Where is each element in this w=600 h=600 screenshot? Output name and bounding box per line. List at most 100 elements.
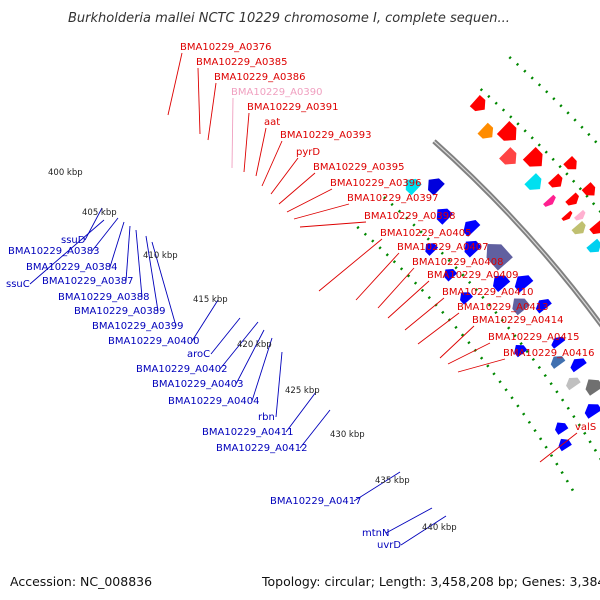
gene-label-reverse: BMA10229_A0411 [202, 427, 293, 438]
map-title: Burkholderia mallei NCTC 10229 chromosom… [68, 11, 510, 26]
leader-line [457, 358, 506, 373]
reverse-gene [514, 275, 534, 293]
footer-bar [0, 568, 600, 600]
leader-line [417, 312, 460, 345]
gene-label-reverse: BMA10229_A0389 [74, 306, 165, 317]
gene-label-reverse: BMA10229_A0388 [58, 292, 149, 303]
gene-label-reverse: aroC [187, 349, 210, 360]
reverse-gene [486, 244, 513, 271]
gene-label-forward: BMA10229_A0391 [247, 102, 338, 113]
forward-gene-small [563, 155, 577, 170]
gene-label-forward: BMA10229_A0409 [427, 270, 518, 281]
reverse-gene-small [460, 292, 473, 305]
gene-label-reverse: ssuC [6, 279, 30, 290]
forward-gene [571, 220, 586, 235]
leader-line [255, 127, 267, 177]
grid-circle [383, 196, 600, 461]
reverse-gene-small [425, 243, 439, 256]
leader-line [270, 157, 299, 195]
forward-gene-small [581, 182, 596, 196]
gene-label-reverse: BMA10229_A0400 [108, 336, 199, 347]
leader-line [275, 351, 283, 418]
reverse-gene [464, 240, 482, 258]
reverse-gene [493, 275, 511, 293]
genome-backbone-highlight [433, 140, 600, 325]
gene-label-forward: BMA10229_A0393 [280, 130, 371, 141]
kbp-tick-label: 420 kbp [237, 340, 272, 350]
reverse-gene [535, 298, 552, 314]
gene-label-forward: BMA10229_A0396 [330, 178, 421, 189]
leader-line [210, 317, 241, 355]
reverse-gene [585, 379, 600, 396]
reverse-gene [436, 208, 453, 225]
gene-label-forward: BMA10229_A0395 [313, 162, 404, 173]
forward-gene [477, 122, 494, 139]
reverse-gene [551, 336, 566, 349]
gene-label-forward: BMA10229_A0397 [347, 193, 438, 204]
gene-label-forward: BMA10229_A0398 [364, 211, 455, 222]
gene-label-forward: BMA10229_A0407 [397, 242, 488, 253]
leader-line [318, 238, 383, 292]
gene-label-reverse: ssuD [61, 235, 86, 246]
kbp-tick-label: 425 kbp [285, 386, 320, 396]
gene-label-forward: BMA10229_A0386 [214, 72, 305, 83]
reverse-gene-small [444, 268, 458, 282]
gene-label-reverse: BMA10229_A0402 [136, 364, 227, 375]
leader-line [243, 112, 250, 173]
reverse-gene [427, 178, 445, 196]
reverse-gene [463, 220, 481, 237]
gene-label-forward: pyrD [296, 147, 320, 158]
reverse-gene-small [555, 422, 569, 435]
leader-line [145, 235, 159, 312]
reverse-gene-small [514, 345, 528, 358]
gene-label-forward: BMA10229_A0408 [412, 257, 503, 268]
forward-gene [543, 194, 556, 207]
kbp-tick-label: 440 kbp [422, 523, 457, 533]
leader-line [135, 229, 143, 298]
feature-labels: BMA10229_A0376BMA10229_A0385BMA10229_A03… [6, 42, 596, 551]
kbp-tick-label: 430 kbp [330, 430, 365, 440]
leader-line [191, 299, 219, 342]
gene-label-reverse: rbn [258, 412, 275, 423]
leader-line [29, 219, 105, 285]
leader-line [278, 172, 316, 205]
grid-circle [356, 225, 578, 498]
reverse-gene [570, 358, 587, 373]
leader-line [251, 337, 273, 402]
kbp-tick-label: 415 kbp [193, 295, 228, 305]
gene-label-forward: BMA10229_A0376 [180, 42, 271, 53]
accession-text: Accession: NC_008836 [10, 574, 152, 589]
forward-gene [565, 192, 579, 206]
label-leader-lines [29, 52, 578, 546]
gene-label-reverse: BMA10229_A0404 [168, 396, 259, 407]
leader-line [387, 280, 430, 319]
leader-line [377, 267, 415, 309]
leader-line [400, 515, 447, 546]
genome-stats-text: Topology: circular; Length: 3,458,208 bp… [261, 574, 600, 589]
reverse-gene [512, 298, 531, 316]
leader-line [261, 140, 283, 187]
kbp-tick-label: 435 kbp [375, 476, 410, 486]
forward-gene [496, 121, 517, 141]
forward-gene [469, 95, 486, 112]
leader-line [207, 82, 217, 141]
leader-line [299, 409, 331, 449]
leader-line [151, 241, 177, 327]
kbp-tick-label: 410 kbp [143, 251, 178, 261]
gene-label-forward: BMA10229_A0413 [457, 302, 548, 313]
gene-label-forward: BMA10229_A0414 [472, 315, 563, 326]
gene-label-forward: BMA10229_A0415 [488, 332, 579, 343]
gene-label-forward: aat [264, 117, 280, 128]
gene-label-reverse: BMA10229_A0417 [270, 496, 361, 507]
gene-label-reverse: BMA10229_A0383 [8, 246, 99, 257]
reverse-gene [405, 178, 422, 196]
title-bar [0, 0, 600, 30]
leader-line [219, 321, 259, 370]
feature-tracks [356, 56, 600, 498]
leader-line [439, 325, 475, 359]
leader-line [91, 217, 119, 252]
gene-label-forward: BMA10229_A0416 [503, 348, 594, 359]
gene-label-reverse: mtnN [362, 528, 389, 539]
gene-label-reverse: BMA10229_A0387 [42, 276, 133, 287]
